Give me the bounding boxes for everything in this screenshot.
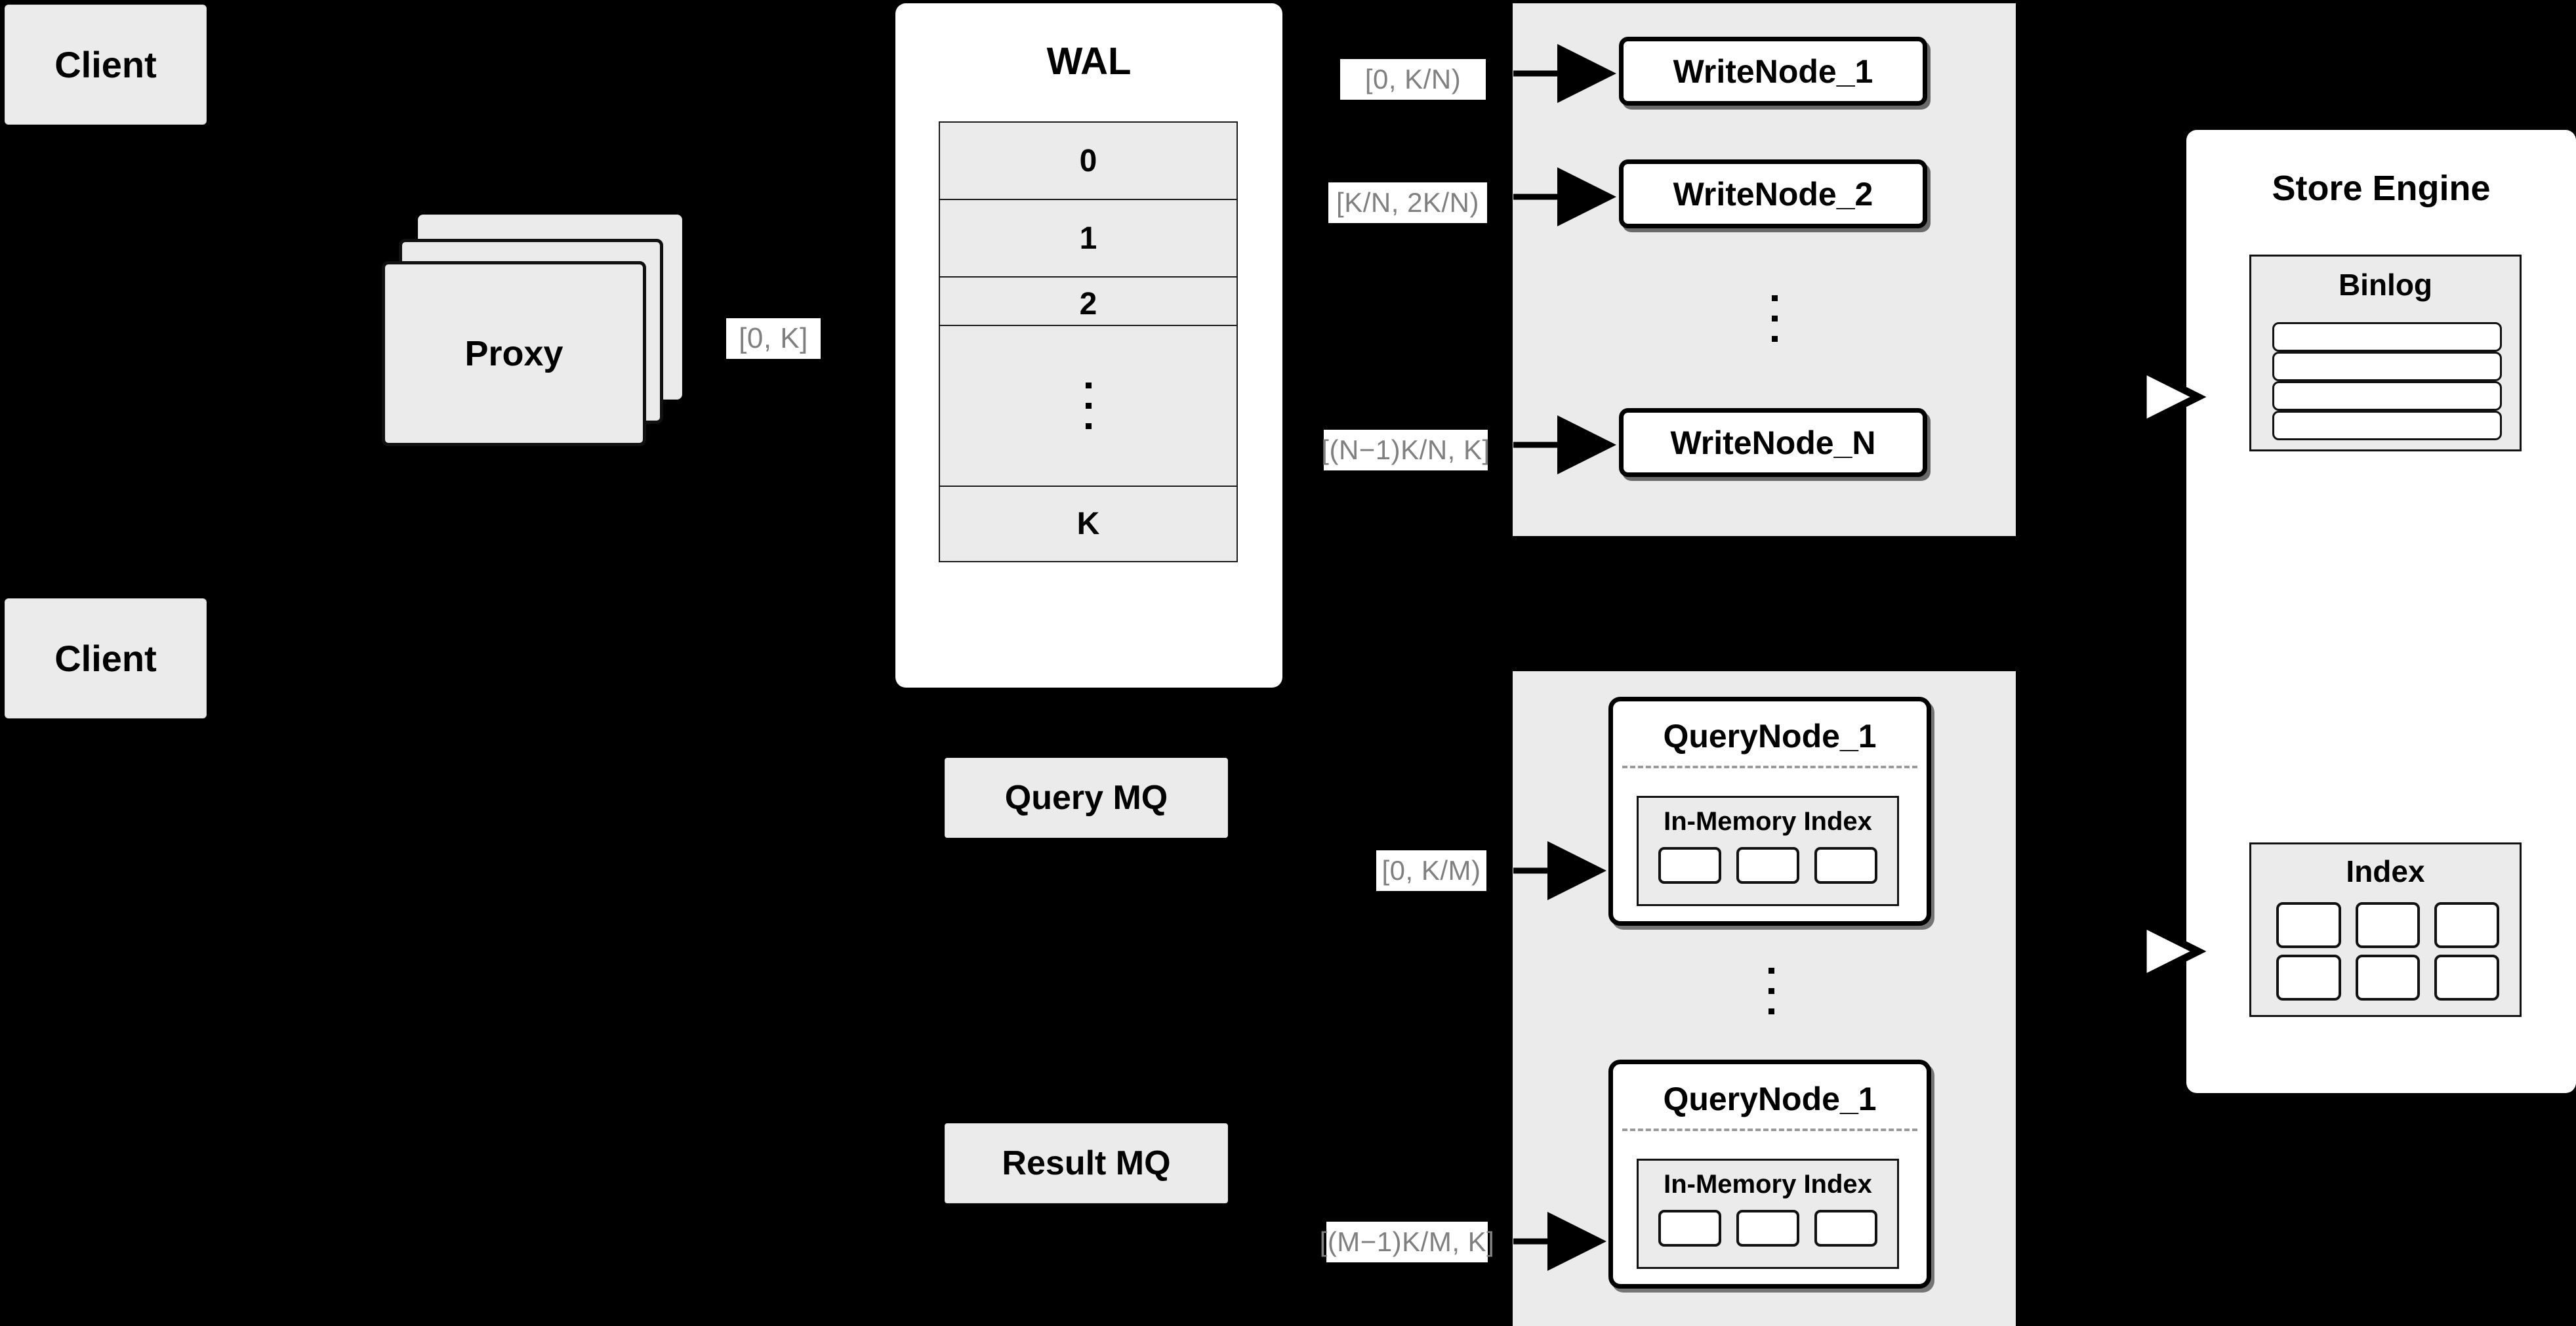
- client-box-1: Client: [5, 5, 207, 125]
- binlog-title: Binlog: [2338, 268, 2433, 302]
- edge-label-wal-to-write-n: [(N−1)K/N, K]: [1321, 430, 1490, 470]
- index-chip: [1814, 847, 1878, 884]
- wal-row-k: K: [939, 487, 1238, 562]
- index-chip: [1814, 1210, 1878, 1247]
- proxy-label: Proxy: [464, 334, 563, 373]
- query-node-title: QueryNode_1: [1663, 1081, 1877, 1117]
- index-chip: [1658, 1210, 1721, 1247]
- in-memory-index-title: In-Memory Index: [1664, 807, 1872, 836]
- wal-row: 0: [940, 123, 1237, 200]
- store-engine-title: Store Engine: [2272, 169, 2491, 208]
- wal-panel: WAL 0 1 2 K: [895, 3, 1282, 688]
- index-chip-row: [1639, 847, 1897, 884]
- binlog-box: Binlog: [2249, 255, 2522, 451]
- write-node-1: WriteNode_1: [1619, 37, 1927, 106]
- wal-title: WAL: [1046, 40, 1132, 83]
- write-node-n: WriteNode_N: [1619, 408, 1927, 477]
- client-label: Client: [54, 44, 157, 85]
- query-node-separator: [1622, 1129, 1917, 1131]
- binlog-bar: [2272, 411, 2502, 440]
- index-box: Index: [2249, 842, 2522, 1017]
- binlog-bar: [2272, 322, 2502, 352]
- wal-vertical-dots: [940, 326, 1237, 486]
- index-title: Index: [2346, 854, 2425, 888]
- query-node-separator: [1622, 766, 1917, 768]
- query-node-1: QueryNode_1 In-Memory Index: [1608, 697, 1931, 926]
- proxy-card-front: Proxy: [382, 261, 646, 446]
- edge-label-wal-to-write-2: [K/N, 2K/N): [1328, 182, 1487, 223]
- wal-row: 2: [1079, 286, 1097, 321]
- wal-row-ellipsis: [939, 326, 1238, 487]
- binlog-bar: [2272, 352, 2502, 381]
- write-cluster-dots: [1745, 272, 1804, 364]
- query-mq-box: Query MQ: [945, 758, 1228, 838]
- in-memory-index-box-1: In-Memory Index: [1637, 796, 1899, 906]
- binlog-bar: [2272, 381, 2502, 411]
- index-chip: [1658, 847, 1721, 884]
- index-chip: [2355, 955, 2421, 1001]
- edge-label-to-query-1: [0, K/M): [1376, 850, 1486, 891]
- index-chip: [2434, 955, 2499, 1001]
- store-engine-panel: Store Engine Binlog Index: [2186, 130, 2576, 1093]
- index-chip: [1736, 1210, 1799, 1247]
- index-chip: [2276, 955, 2341, 1001]
- wal-table: 0 1 2: [939, 121, 1238, 326]
- in-memory-index-box-2: In-Memory Index: [1637, 1159, 1899, 1269]
- write-node-2: WriteNode_2: [1619, 159, 1927, 228]
- binlog-bars: [2272, 322, 2502, 440]
- index-chip: [1736, 847, 1799, 884]
- client-label: Client: [54, 638, 157, 679]
- index-chip: [2276, 902, 2341, 948]
- index-chip-row: [1639, 1210, 1897, 1247]
- query-node-title: QueryNode_1: [1663, 718, 1877, 755]
- edge-label-wal-to-write-1: [0, K/N): [1340, 59, 1486, 100]
- index-chip-grid: [2276, 902, 2499, 1001]
- result-mq-box: Result MQ: [945, 1123, 1228, 1203]
- index-chip: [2434, 902, 2499, 948]
- in-memory-index-title: In-Memory Index: [1664, 1170, 1872, 1199]
- query-node-2: QueryNode_1 In-Memory Index: [1608, 1060, 1931, 1289]
- wal-row: 1: [940, 200, 1237, 278]
- edge-label-to-query-m: [(M−1)K/M, K]: [1320, 1222, 1494, 1262]
- edge-label-proxy-to-wal: [0, K]: [726, 318, 821, 359]
- client-box-2: Client: [5, 598, 207, 718]
- query-cluster-dots: [1742, 945, 1801, 1037]
- index-chip: [2355, 902, 2421, 948]
